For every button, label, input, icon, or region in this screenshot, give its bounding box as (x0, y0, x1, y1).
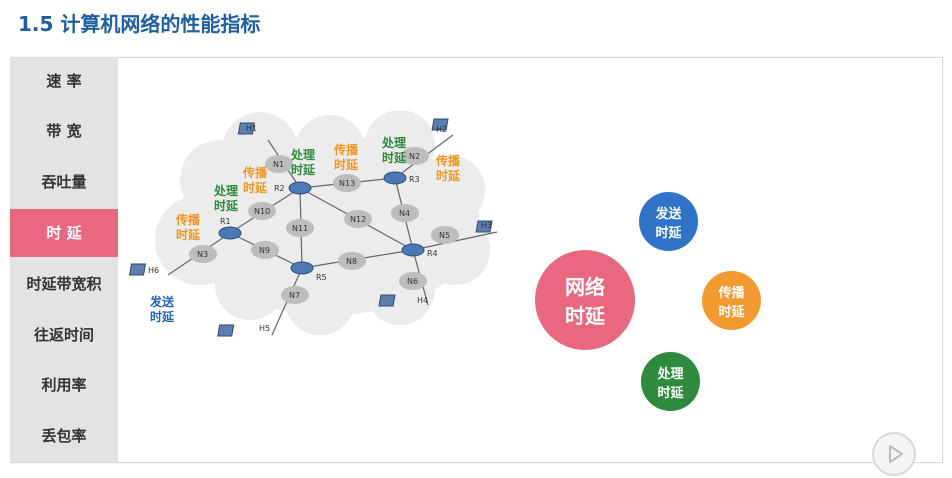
play-icon (889, 445, 903, 463)
hosts (128, 118, 493, 337)
svg-text:R5: R5 (316, 273, 327, 282)
svg-text:N11: N11 (292, 224, 308, 233)
label-line: 时延 (150, 310, 175, 324)
processing-delay-label-2: 处理 时延 (291, 148, 315, 178)
propagation-delay-label-2: 传播 时延 (243, 166, 267, 196)
propagation-delay-bubble: 传播 时延 (702, 271, 761, 330)
propagation-delay-label-4: 传播 时延 (436, 154, 460, 184)
transmission-delay-label: 发送 时延 (150, 295, 174, 325)
svg-text:R4: R4 (427, 249, 438, 258)
svg-text:R1: R1 (220, 217, 231, 226)
svg-text:N7: N7 (289, 291, 300, 300)
bubble-line: 传播 (718, 285, 745, 301)
svg-text:H5: H5 (259, 324, 270, 333)
sidebar-item-delay[interactable]: 时 延 (10, 209, 118, 257)
svg-text:H3: H3 (481, 221, 492, 230)
svg-text:N9: N9 (259, 246, 270, 255)
label-line: 时延 (436, 169, 461, 183)
processing-delay-bubble: 处理 时延 (641, 352, 700, 411)
svg-text:H4: H4 (417, 296, 428, 305)
sidebar-item-rate[interactable]: 速 率 (46, 72, 82, 90)
bubble-line: 时延 (565, 304, 605, 328)
label-line: 时延 (214, 199, 239, 213)
sidebar-item-packet-loss[interactable]: 丢包率 (41, 427, 87, 445)
propagation-delay-label-1: 传播 时延 (176, 213, 200, 243)
svg-text:N4: N4 (399, 209, 410, 218)
sidebar-item-rtt[interactable]: 往返时间 (33, 326, 94, 344)
svg-text:N3: N3 (197, 250, 208, 259)
label-line: 传播 (243, 166, 268, 180)
page-title: 1.5 计算机网络的性能指标 (18, 12, 261, 36)
label-line: 传播 (334, 143, 359, 157)
sidebar-item-delay-bandwidth-product[interactable]: 时延带宽积 (26, 275, 102, 293)
label-line: 传播 (436, 154, 461, 168)
svg-text:N10: N10 (254, 207, 270, 216)
label-line: 发送 (150, 295, 175, 309)
svg-text:N13: N13 (339, 179, 355, 188)
svg-text:N1: N1 (273, 160, 284, 169)
label-line: 时延 (382, 151, 407, 165)
bubble-line: 时延 (657, 385, 684, 401)
bubble-line: 网络 (565, 275, 605, 299)
svg-text:H2: H2 (436, 125, 447, 134)
bubble-line: 时延 (718, 304, 745, 320)
network-nodes (189, 147, 459, 304)
label-line: 时延 (243, 181, 268, 195)
label-line: 处理 (291, 148, 316, 162)
bubble-line: 处理 (657, 366, 684, 382)
svg-text:N8: N8 (346, 257, 357, 266)
svg-text:R2: R2 (274, 184, 285, 193)
svg-text:N12: N12 (350, 215, 366, 224)
processing-delay-label-1: 处理 时延 (214, 184, 238, 214)
sidebar-item-throughput[interactable]: 吞吐量 (41, 173, 87, 191)
label-line: 时延 (334, 158, 359, 172)
svg-text:N6: N6 (407, 277, 418, 286)
network-delay-bubble: 网络 时延 (535, 250, 635, 350)
sidebar-item-utilization[interactable]: 利用率 (41, 376, 87, 394)
play-button[interactable] (872, 432, 916, 476)
svg-text:H1: H1 (246, 124, 257, 133)
propagation-delay-label-3: 传播 时延 (334, 143, 358, 173)
network-cloud (155, 110, 490, 335)
sidebar: 速 率 带 宽 吞吐量 时 延 时延带宽积 往返时间 利用率 丢包率 (10, 57, 118, 462)
svg-text:R3: R3 (409, 175, 420, 184)
processing-delay-label-3: 处理 时延 (382, 136, 406, 166)
label-line: 处理 (214, 184, 239, 198)
network-node-labels: N1 N2 N3 N4 N5 N6 N7 N8 N9 N10 N11 N12 N… (148, 124, 492, 333)
bubble-line: 时延 (655, 225, 682, 241)
svg-text:N2: N2 (409, 152, 420, 161)
transmission-delay-bubble: 发送 时延 (639, 192, 698, 251)
label-line: 传播 (176, 213, 201, 227)
label-line: 时延 (291, 163, 316, 177)
routers (218, 171, 425, 275)
label-line: 处理 (382, 136, 407, 150)
svg-text:N5: N5 (439, 231, 450, 240)
svg-text:H6: H6 (148, 266, 159, 275)
sidebar-item-bandwidth[interactable]: 带 宽 (46, 122, 82, 140)
label-line: 时延 (176, 228, 201, 242)
bubble-line: 发送 (655, 206, 682, 222)
